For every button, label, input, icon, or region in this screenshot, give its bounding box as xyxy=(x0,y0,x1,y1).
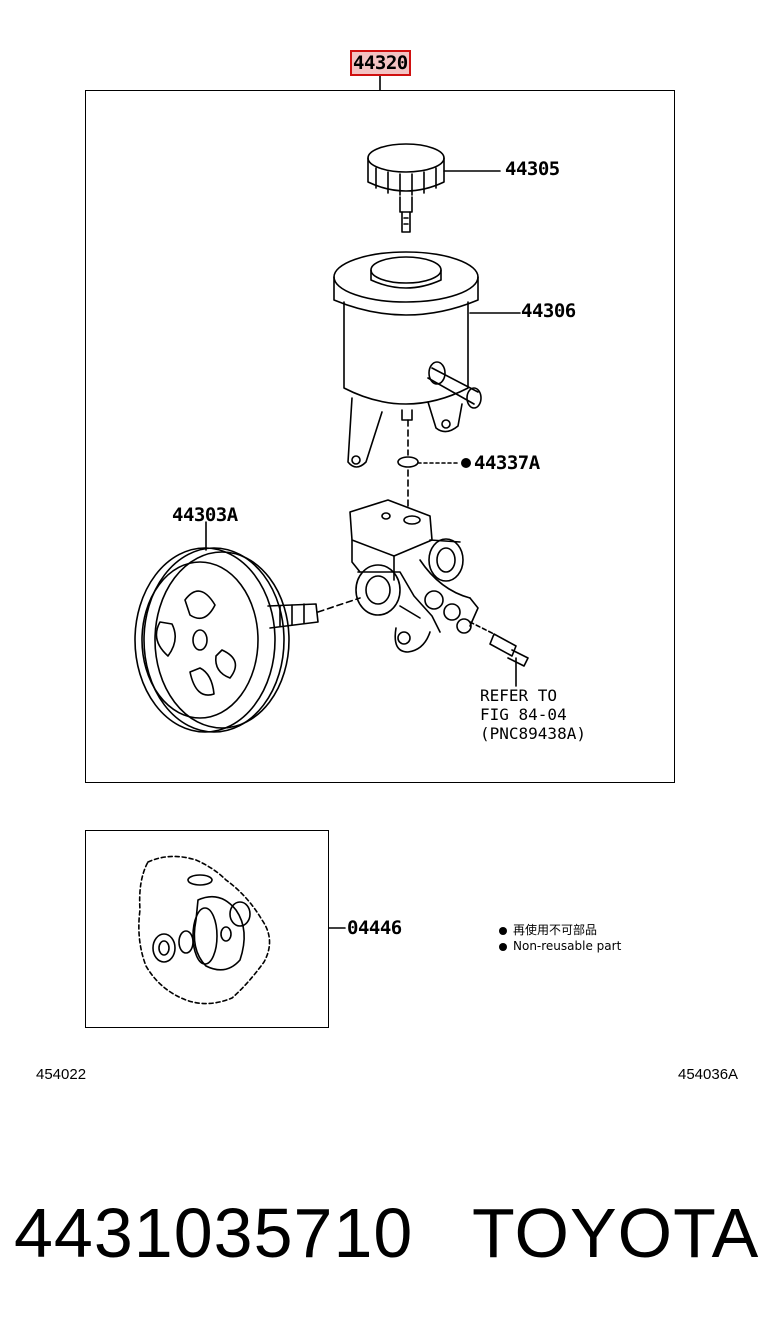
legend-english: Non-reusable part xyxy=(499,938,621,954)
non-reusable-marker xyxy=(461,458,471,468)
label-44306: 44306 xyxy=(521,300,576,322)
pump-body-part xyxy=(349,499,495,653)
footer-brand: TOYOTA xyxy=(472,1194,760,1272)
oring-part xyxy=(397,456,461,468)
gasket-kit-part xyxy=(138,855,346,1005)
legend-chinese: 再使用不可部品 xyxy=(499,922,597,938)
reservoir-tank-part xyxy=(333,251,521,468)
assembly-part-number[interactable]: 44320 xyxy=(350,50,411,76)
reference-note: REFER TO FIG 84-04 (PNC89438A) xyxy=(480,686,586,743)
footer-part-number: 4431035710 xyxy=(14,1194,414,1272)
note-line-1: REFER TO xyxy=(480,686,558,705)
code-left: 454022 xyxy=(36,1066,87,1083)
gasket-kit-frame xyxy=(85,830,329,1028)
pulley-part xyxy=(134,521,361,733)
note-line-2: FIG 84-04 xyxy=(480,705,567,724)
reservoir-cap-part xyxy=(367,143,501,233)
code-right: 454036A xyxy=(678,1066,739,1083)
label-44303A: 44303A xyxy=(172,504,238,526)
note-line-3: (PNC89438A) xyxy=(480,724,586,743)
pressure-switch-part xyxy=(489,633,529,687)
label-04446: 04446 xyxy=(347,917,402,939)
label-44305: 44305 xyxy=(505,158,560,180)
label-44337A: 44337A xyxy=(474,452,540,474)
